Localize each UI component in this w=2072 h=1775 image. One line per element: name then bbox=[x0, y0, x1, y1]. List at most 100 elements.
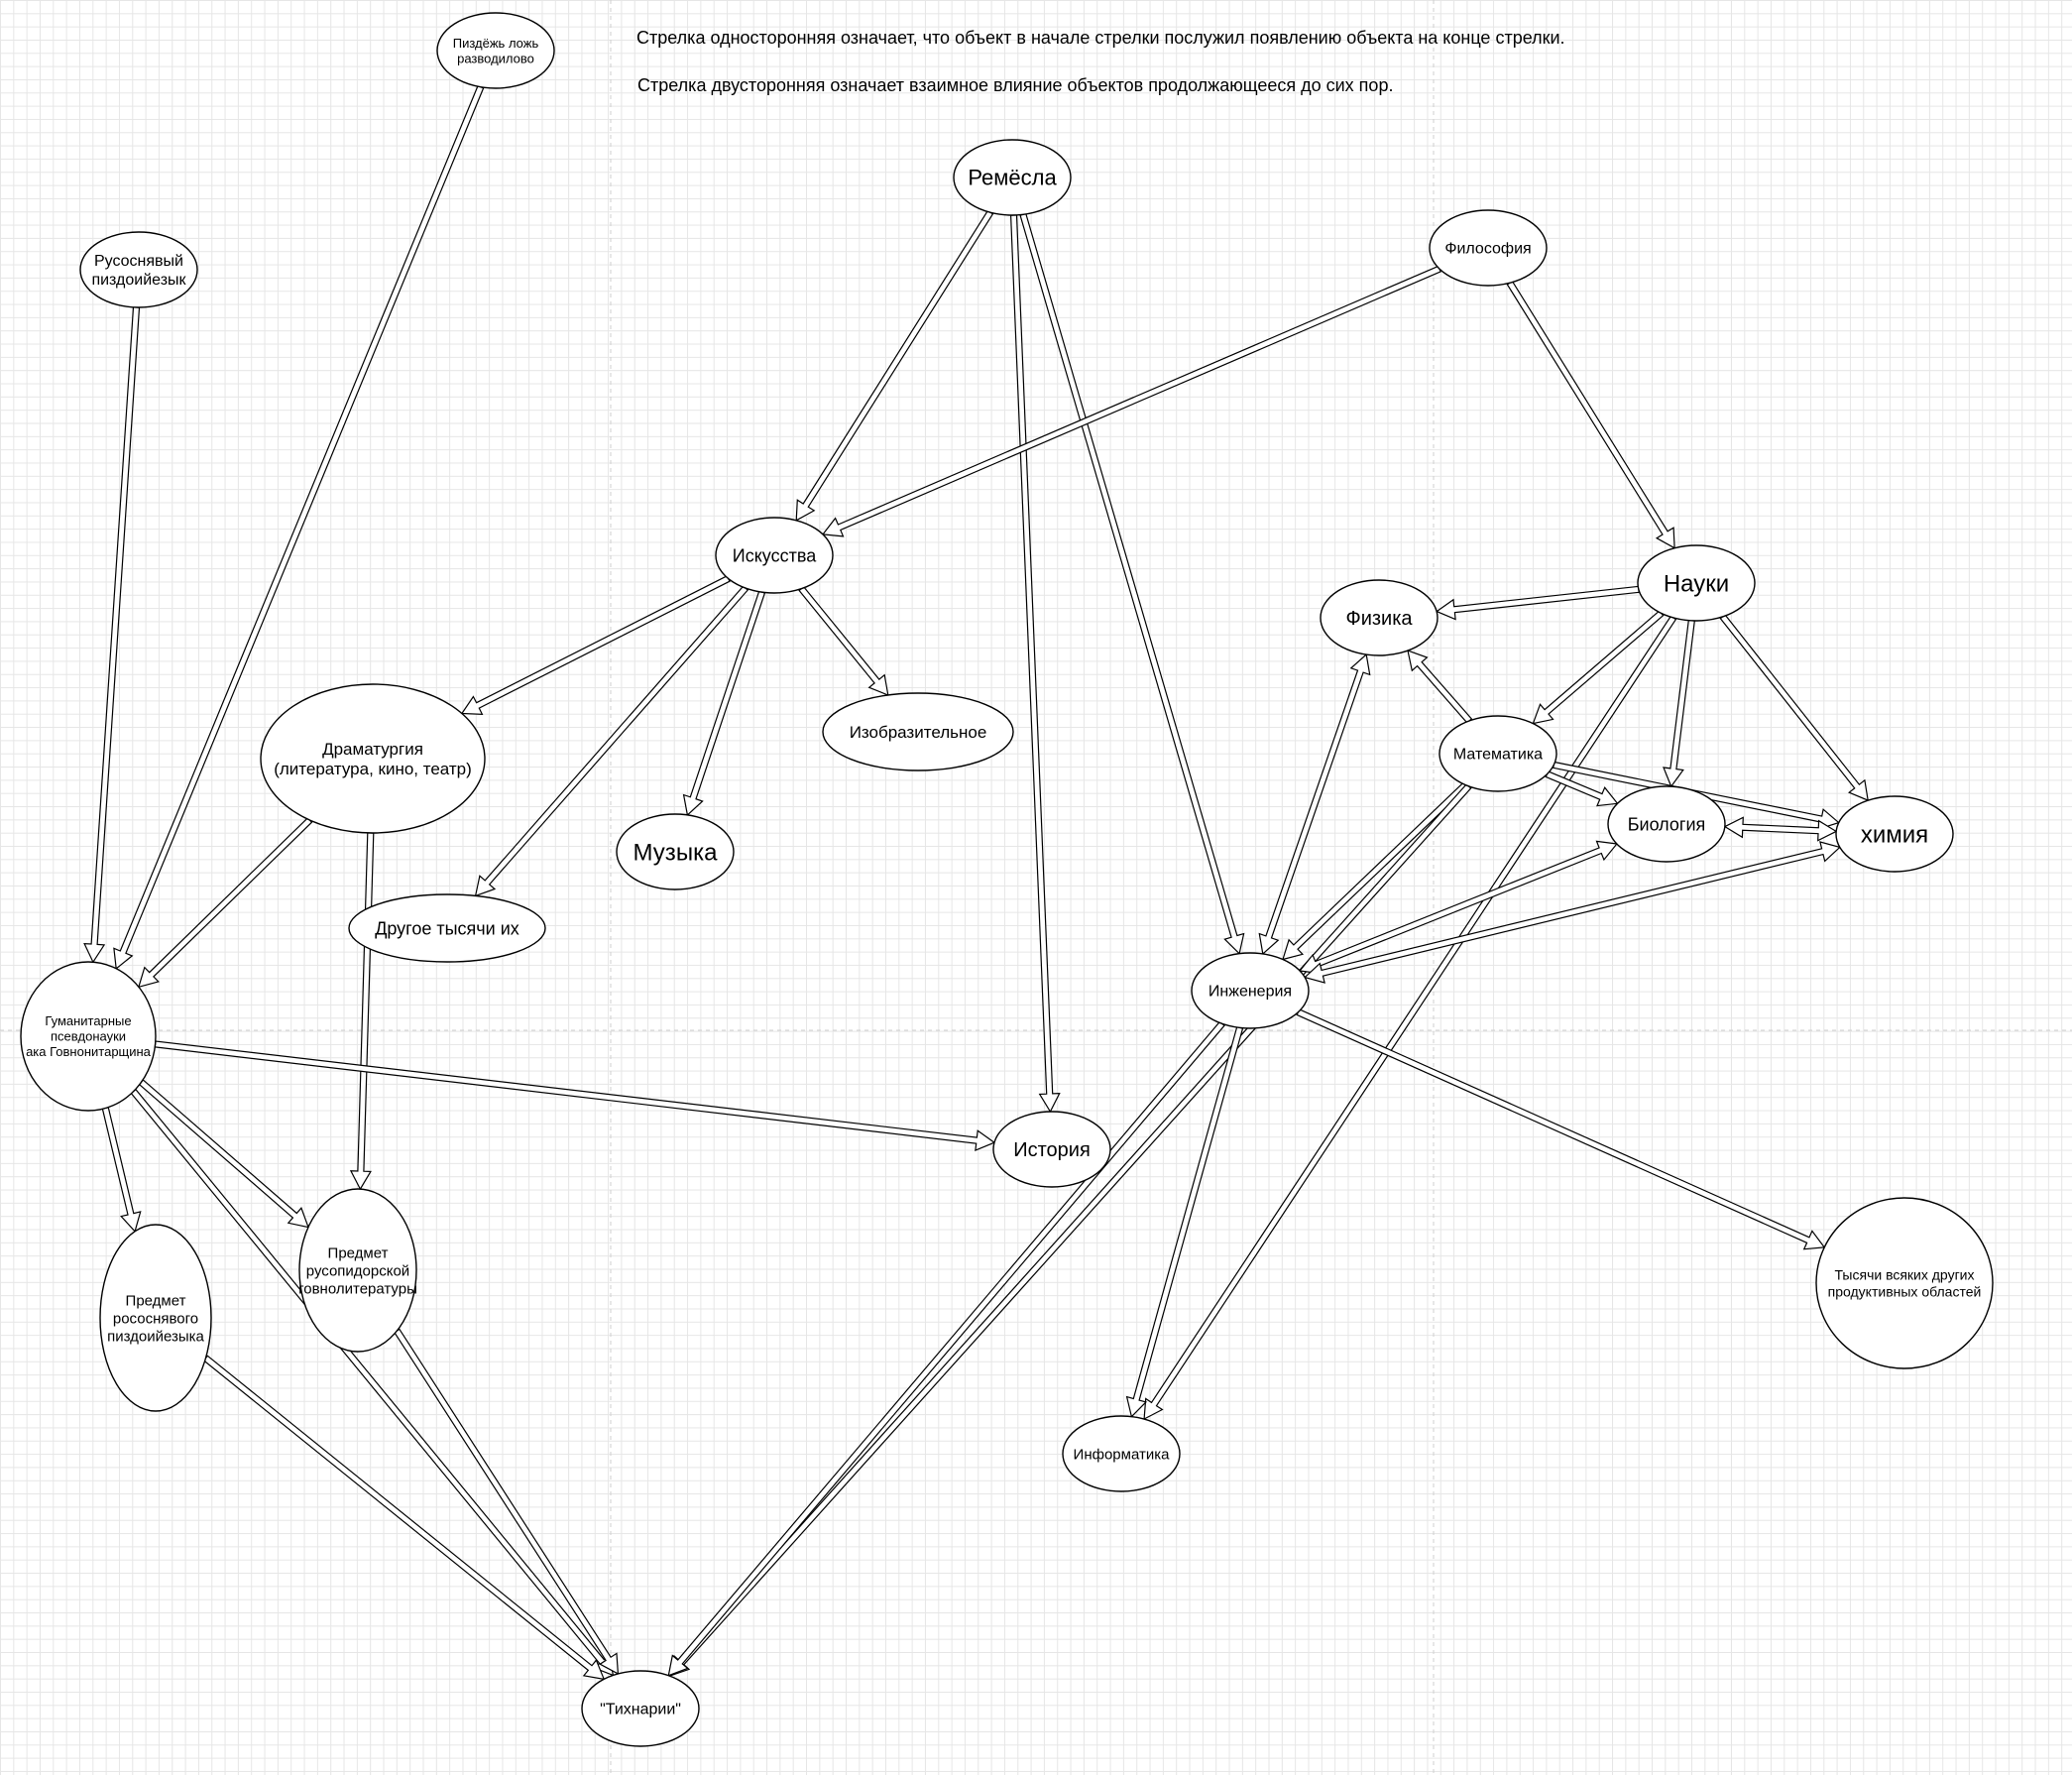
node-himiya[interactable]: химия bbox=[1835, 795, 1954, 873]
node-ellipse-drugoe bbox=[348, 893, 546, 963]
arrow-remesla-to-iskusstva bbox=[795, 209, 994, 522]
arrow-inzheneriya-to-informatika bbox=[1125, 1025, 1244, 1418]
node-ellipse-filosofiya bbox=[1429, 209, 1548, 287]
arrow-remesla-to-inzheneriya bbox=[1019, 212, 1245, 955]
node-istoriya[interactable]: История bbox=[992, 1111, 1111, 1188]
node-ellipse-rusosn bbox=[79, 231, 198, 308]
node-label-himiya: химия bbox=[1861, 821, 1928, 848]
node-label-inzheneriya: Инженерия bbox=[1209, 984, 1292, 1001]
node-ellipse-iskusstva bbox=[715, 517, 834, 594]
arrow-inzheneriya-to-tihnarii bbox=[667, 1020, 1225, 1677]
node-label-predmet_lit: Предмет bbox=[328, 1244, 389, 1261]
arrow-iskusstva-to-muzyka bbox=[682, 590, 766, 817]
arrow-iskusstva-to-drugoe bbox=[474, 585, 749, 897]
arrow-gumanitarnye-to-istoriya bbox=[154, 1040, 996, 1151]
arrow-biologiya-to-himiya bbox=[1723, 816, 1838, 842]
node-label-muzyka: Музыка bbox=[633, 839, 719, 866]
node-ellipse-matematika bbox=[1439, 715, 1557, 792]
node-inzheneriya[interactable]: Инженерия bbox=[1191, 952, 1310, 1029]
node-tihnarii[interactable]: "Тихнарии" bbox=[581, 1670, 700, 1747]
node-label-tihnarii: "Тихнарии" bbox=[600, 1702, 681, 1718]
node-muzyka[interactable]: Музыка bbox=[616, 813, 735, 890]
arrow-matematika-to-fizika bbox=[1407, 650, 1473, 724]
node-ellipse-predmet_lit bbox=[298, 1188, 417, 1353]
arrow-gumanitarnye-to-tihnarii bbox=[130, 1088, 615, 1677]
arrow-nauki-to-informatika bbox=[1143, 615, 1677, 1421]
arrow-predmet_yaz-to-tihnarii bbox=[202, 1355, 606, 1681]
node-label-rusosn: Русоснявый bbox=[94, 253, 183, 270]
node-ellipse-pizdezh bbox=[436, 12, 555, 89]
node-ellipse-inzheneriya bbox=[1191, 952, 1310, 1029]
arrow-inzheneriya-to-fizika bbox=[1258, 652, 1371, 956]
legend-one-way-note: Стрелка односторонняя означает, что объе… bbox=[636, 28, 1565, 48]
node-label-gumanitarnye: Гуманитарные bbox=[45, 1013, 131, 1028]
node-label-predmet_lit: говнолитературы bbox=[298, 1280, 417, 1297]
node-ellipse-informatika bbox=[1062, 1415, 1181, 1492]
arrow-inzheneriya-to-tysyachi bbox=[1296, 1008, 1826, 1250]
arrow-gumanitarnye-to-predmet_yaz bbox=[101, 1107, 142, 1234]
arrow-inzheneriya-to-biologiya bbox=[1298, 840, 1619, 975]
arrow-nauki-to-matematika bbox=[1532, 610, 1665, 725]
node-drugoe[interactable]: Другое тысячи их bbox=[348, 893, 546, 963]
legend-two-way-note: Стрелка двусторонняя означает взаимное в… bbox=[637, 75, 1394, 95]
node-matematika[interactable]: Математика bbox=[1439, 715, 1557, 792]
node-ellipse-izobrazitelnoe bbox=[822, 692, 1014, 771]
node-label-iskusstva: Искусства bbox=[733, 545, 817, 565]
arrow-dramaturgiya-to-gumanitarnye bbox=[138, 817, 313, 989]
node-ellipse-muzyka bbox=[616, 813, 735, 890]
arrow-rusosn-to-gumanitarnye bbox=[83, 306, 141, 964]
node-label-filosofiya: Философия bbox=[1444, 241, 1531, 258]
node-label-pizdezh: разводилово bbox=[457, 51, 534, 65]
node-label-predmet_yaz: рососнявого bbox=[113, 1310, 198, 1327]
arrow-pizdezh-to-gumanitarnye bbox=[113, 84, 485, 970]
node-label-drugoe: Другое тысячи их bbox=[375, 918, 519, 938]
node-filosofiya[interactable]: Философия bbox=[1429, 209, 1548, 287]
node-ellipse-istoriya bbox=[992, 1111, 1111, 1188]
arrow-dramaturgiya-to-predmet_lit bbox=[349, 832, 375, 1191]
arrow-remesla-to-istoriya bbox=[1009, 214, 1061, 1114]
arrow-gumanitarnye-to-predmet_lit bbox=[138, 1079, 309, 1229]
arrow-predmet_lit-to-tihnarii bbox=[394, 1328, 620, 1675]
node-label-remesla: Ремёсла bbox=[968, 166, 1057, 190]
node-ellipse-tysyachi bbox=[1815, 1197, 1994, 1369]
node-ellipse-predmet_yaz bbox=[99, 1224, 212, 1412]
node-ellipse-dramaturgiya bbox=[260, 683, 486, 834]
arrow-matematika-to-tihnarii bbox=[668, 783, 1472, 1678]
node-label-nauki: Науки bbox=[1664, 570, 1729, 597]
arrow-nauki-to-biologiya bbox=[1663, 619, 1695, 788]
node-rusosn[interactable]: Русоснявый пиздоийезык bbox=[79, 231, 198, 308]
node-label-informatika: Информатика bbox=[1074, 1446, 1171, 1463]
node-ellipse-nauki bbox=[1637, 544, 1756, 622]
node-dramaturgiya[interactable]: Драматургия(литература, кино, театр) bbox=[260, 683, 486, 834]
node-label-gumanitarnye: ака Говнонитарщина bbox=[26, 1044, 152, 1059]
node-biologiya[interactable]: Биология bbox=[1607, 785, 1726, 863]
edges-layer bbox=[83, 84, 1869, 1681]
arrow-iskusstva-to-dramaturgiya bbox=[460, 574, 731, 715]
node-fizika[interactable]: Физика bbox=[1320, 579, 1439, 656]
node-ellipse-tihnarii bbox=[581, 1670, 700, 1747]
arrow-matematika-to-biologiya bbox=[1545, 770, 1619, 807]
node-label-matematika: Математика bbox=[1453, 747, 1543, 764]
node-ellipse-remesla bbox=[953, 139, 1072, 216]
node-label-rusosn: пиздоийезык bbox=[91, 272, 186, 289]
node-label-tysyachi: Тысячи всяких других bbox=[1834, 1267, 1974, 1283]
node-informatika[interactable]: Информатика bbox=[1062, 1415, 1181, 1492]
node-label-predmet_lit: русопидорской bbox=[306, 1262, 409, 1279]
arrow-iskusstva-to-izobrazitelnoe bbox=[798, 585, 889, 696]
node-label-pizdezh: Пиздёжь ложь bbox=[453, 36, 539, 51]
node-ellipse-gumanitarnye bbox=[20, 961, 157, 1112]
node-ellipse-biologiya bbox=[1607, 785, 1726, 863]
node-izobrazitelnoe[interactable]: Изобразительное bbox=[822, 692, 1014, 771]
node-nauki[interactable]: Науки bbox=[1637, 544, 1756, 622]
node-remesla[interactable]: Ремёсла bbox=[953, 139, 1072, 216]
arrow-nauki-to-himiya bbox=[1719, 614, 1869, 802]
node-iskusstva[interactable]: Искусства bbox=[715, 517, 834, 594]
node-label-fizika: Физика bbox=[1345, 608, 1413, 630]
